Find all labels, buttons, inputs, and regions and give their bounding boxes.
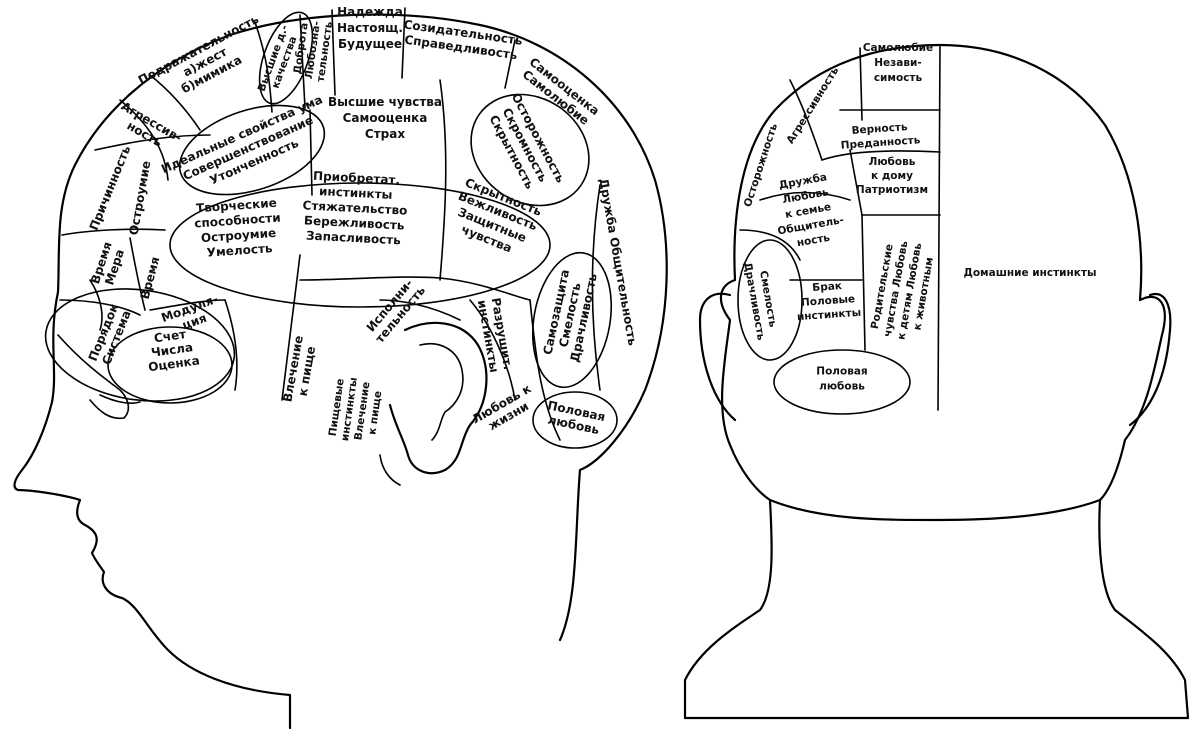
profile-label-ostroumie: Остроумие xyxy=(127,160,154,237)
label-line: ность xyxy=(796,232,831,250)
label-line: любовь xyxy=(819,381,865,393)
profile-label-lyubov-k-zhizni: Любовь кжизни xyxy=(470,381,541,438)
label-line: способности xyxy=(194,211,281,231)
label-line: Дружба Общительность xyxy=(596,177,639,347)
label-line: симость xyxy=(874,72,923,84)
profile-eye xyxy=(99,394,141,404)
profile-label-ispolnitelnost: Исполни-тельность xyxy=(362,274,428,346)
profile-label-poryadok-sistema: ПорядокСистема xyxy=(86,302,135,369)
label-line: Запасливость xyxy=(306,228,402,247)
label-line: Половые xyxy=(801,293,856,309)
back-label-polovaya-lyubov: Половая любовь xyxy=(816,366,867,393)
profile-label-razrushit-instinkty: Разрушит.инстинкты xyxy=(475,296,515,373)
label-line: Верность xyxy=(851,121,908,137)
label-line: Патриотизм xyxy=(856,184,928,196)
profile-label-tvorcheskie-sposobnosti: ТворческиеспособностиОстроумиеУмелость xyxy=(193,196,283,261)
profile-label-priobretat-instinkty: Приобретат.инстинктыСтяжательствоБережли… xyxy=(301,168,410,247)
label-line: Домашние инстинкты xyxy=(963,267,1096,279)
label-line: к дому xyxy=(871,170,913,182)
label-line: Умелость xyxy=(206,241,273,260)
profile-brow xyxy=(57,334,130,420)
profile-label-vremya-mera: ВремяМера xyxy=(88,240,128,290)
label-line: Время xyxy=(138,255,163,301)
label-line: Преданность xyxy=(840,134,921,152)
label-line: Настоящ. xyxy=(337,21,403,35)
profile-label-podrazhatelnost: Подражательностьа)жестб)мимика xyxy=(136,12,275,112)
label-line: Половая xyxy=(816,366,867,378)
profile-label-prichinnost: Причинность xyxy=(87,143,134,232)
profile-label-polovaya-lyubov: Половаялюбовь xyxy=(543,398,606,438)
label-line: Высшие чувства xyxy=(328,95,442,109)
label-line: Причинность xyxy=(87,143,134,232)
profile-ear xyxy=(388,321,488,475)
label-line: Остроумие xyxy=(200,226,276,245)
label-line: Самолюбие xyxy=(863,42,933,54)
profile-label-samozashchita: СамозащитаСмелостьДрачливость xyxy=(540,266,600,363)
label-line: Будущее xyxy=(338,37,402,51)
label-line: Приобретат. xyxy=(313,169,401,188)
label-line: Счет xyxy=(153,327,187,345)
profile-label-ostorozhnost-skromnost: ОсторожностьСкромностьСкрытность xyxy=(482,91,568,200)
back-label-roditelskie-chuvstva: Родительскиечувства Любовьк детям Любовь… xyxy=(868,237,938,343)
label-line: Остроумие xyxy=(127,160,154,237)
back-label-domashnie-instinkty: Домашние инстинкты xyxy=(963,267,1096,279)
label-line: Брак xyxy=(812,280,842,294)
label-line: инстинкты xyxy=(797,307,862,323)
profile-head-outline xyxy=(13,13,668,730)
profile-label-dobrota-lyuboznatelnost: ДобротаЛюбозна-тельность xyxy=(291,17,335,83)
profile-label-schet-chisla-otsenka: СчетЧислаОценка xyxy=(143,326,200,375)
profile-label-sozidatelnost: СозидательностьСправедливость xyxy=(401,17,524,62)
label-line: Самооценка xyxy=(343,111,428,125)
back-label-brak-polovye-instinkty: БракПоловыеинстинкты xyxy=(795,279,862,323)
label-line: Любовь xyxy=(869,156,916,168)
label-line: инстинкты xyxy=(319,184,393,202)
back-label-vernost-predannost: ВерностьПреданность xyxy=(839,120,921,152)
profile-label-pishchevye-instinkty: ПищевыеинстинктыВлечениек пище xyxy=(326,375,385,446)
label-line: Незави- xyxy=(874,57,921,69)
label-line: Числа xyxy=(150,340,194,360)
label-line: Стяжательство xyxy=(302,198,407,217)
label-line: Бережливость xyxy=(304,213,406,232)
label-line: Страх xyxy=(365,127,405,141)
profile-label-vremya: Время xyxy=(138,255,163,301)
back-head xyxy=(683,43,1190,720)
profile-label-druzhba-obshchitelnost: Дружба Общительность xyxy=(596,177,639,347)
back-label-smelost-drachlivost: СмелостьДрачливость xyxy=(741,259,780,342)
label-line: Творческие xyxy=(196,196,278,216)
profile-label-vlechenie-k-pishche: Влечениек пище xyxy=(280,334,319,405)
profile-head xyxy=(13,7,668,730)
label-line: Надежда xyxy=(337,5,403,19)
